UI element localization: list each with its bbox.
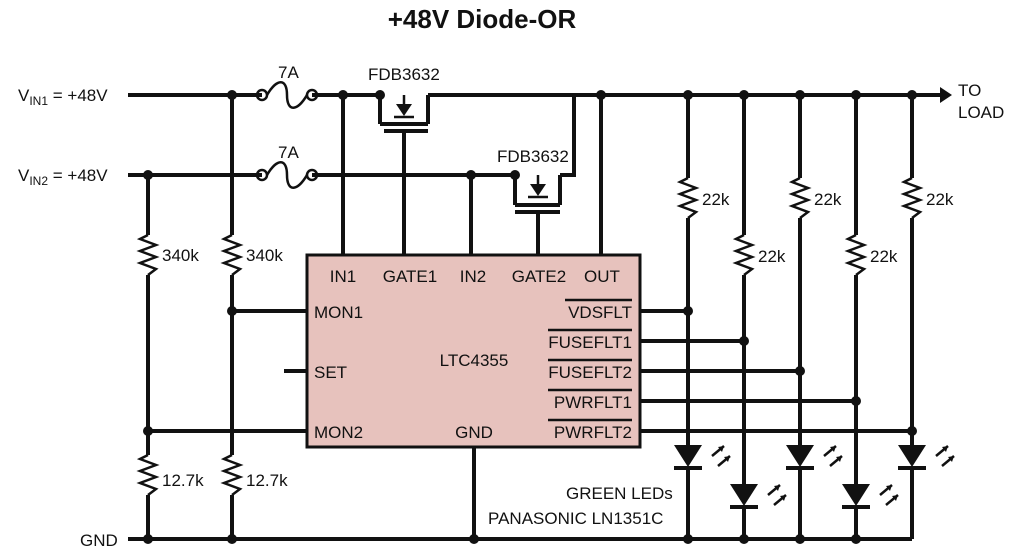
led-5 (898, 445, 955, 470)
pin-gate1: GATE1 (383, 267, 437, 286)
pullup-resistor-5-label: 22k (926, 190, 954, 209)
vin2-label: VIN2 = +48V (18, 166, 108, 188)
pin-set: SET (314, 363, 347, 382)
pullup-resistor-2 (732, 233, 756, 276)
to-load-label-line1: TO (958, 81, 981, 100)
pin-fuseflt1: FUSEFLT1 (548, 333, 632, 352)
fuse-2 (255, 161, 319, 189)
fault-output-wires (640, 309, 912, 433)
pin-mon2: MON2 (314, 423, 363, 442)
pin-pwrflt2: PWRFLT2 (554, 423, 632, 442)
pin-gnd: GND (455, 423, 493, 442)
mosfet-1-label: FDB3632 (368, 65, 440, 84)
pullup-resistor-3-label: 22k (814, 190, 842, 209)
diagram-title: +48V Diode-OR (388, 4, 577, 34)
resistor-340k-b-label: 340k (246, 246, 283, 265)
vin1-rail (128, 87, 952, 103)
pullup-resistor-3 (788, 176, 812, 219)
resistor-12k7-a (136, 453, 160, 496)
mosfet-2 (513, 95, 576, 255)
mosfet-1 (378, 95, 430, 255)
pin-vdsflt: VDSFLT (568, 303, 632, 322)
resistor-12k7-b (220, 453, 244, 496)
pin-gate2: GATE2 (512, 267, 566, 286)
led-columns (686, 95, 914, 539)
pin-out: OUT (584, 267, 620, 286)
led-3 (786, 445, 843, 470)
led-1 (674, 445, 731, 470)
vin1-label: VIN1 = +48V (18, 86, 108, 108)
mosfet-2-label: FDB3632 (497, 147, 569, 166)
resistor-12k7-b-label: 12.7k (246, 471, 288, 490)
pullup-resistor-5 (900, 176, 924, 219)
resistor-12k7-a-label: 12.7k (162, 471, 204, 490)
pin-fuseflt2: FUSEFLT2 (548, 363, 632, 382)
pullup-resistor-4 (844, 233, 868, 276)
pin-mon1: MON1 (314, 303, 363, 322)
led-note-line2: PANASONIC LN1351C (488, 509, 663, 528)
pin-in1: IN1 (330, 267, 356, 286)
fuse-1 (255, 81, 319, 109)
pin-in2: IN2 (460, 267, 486, 286)
ic-name: LTC4355 (440, 351, 509, 370)
ltc4355-chip (305, 253, 642, 449)
ground-label: GND (80, 531, 118, 549)
led-2 (730, 484, 787, 509)
resistor-340k-a-label: 340k (162, 246, 199, 265)
pullup-resistor-1 (676, 176, 700, 219)
ic-top-wires (341, 95, 603, 255)
pullup-resistor-2-label: 22k (758, 247, 786, 266)
fuse-2-label: 7A (278, 143, 299, 162)
divider-wires (146, 95, 476, 539)
to-load-label-line2: LOAD (958, 103, 1004, 122)
junction-dots (143, 90, 917, 544)
pullup-resistor-4-label: 22k (870, 247, 898, 266)
resistor-340k-b (220, 233, 244, 276)
fuse-1-label: 7A (278, 63, 299, 82)
pin-pwrflt1: PWRFLT1 (554, 393, 632, 412)
led-4 (842, 484, 899, 509)
led-note-line1: GREEN LEDs (566, 484, 673, 503)
resistor-340k-a (136, 233, 160, 276)
pullup-resistor-1-label: 22k (702, 190, 730, 209)
